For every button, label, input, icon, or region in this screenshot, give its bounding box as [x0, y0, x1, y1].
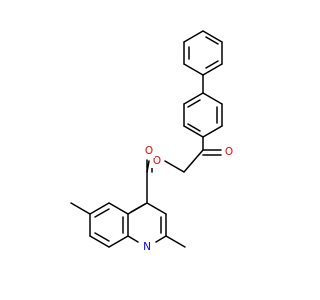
structure-drawing: O O O N: [70, 30, 235, 254]
quinoline-nitrogen-label: N: [143, 241, 151, 253]
ester-carbonyl-oxygen-label: O: [145, 145, 153, 157]
atom-layer: O O O N: [141, 144, 235, 254]
molecule-structure: O O O N: [70, 30, 235, 254]
bond-layer: [70, 30, 223, 248]
ester-oxygen-label: O: [153, 155, 161, 167]
ketone-oxygen-label: O: [225, 146, 233, 158]
